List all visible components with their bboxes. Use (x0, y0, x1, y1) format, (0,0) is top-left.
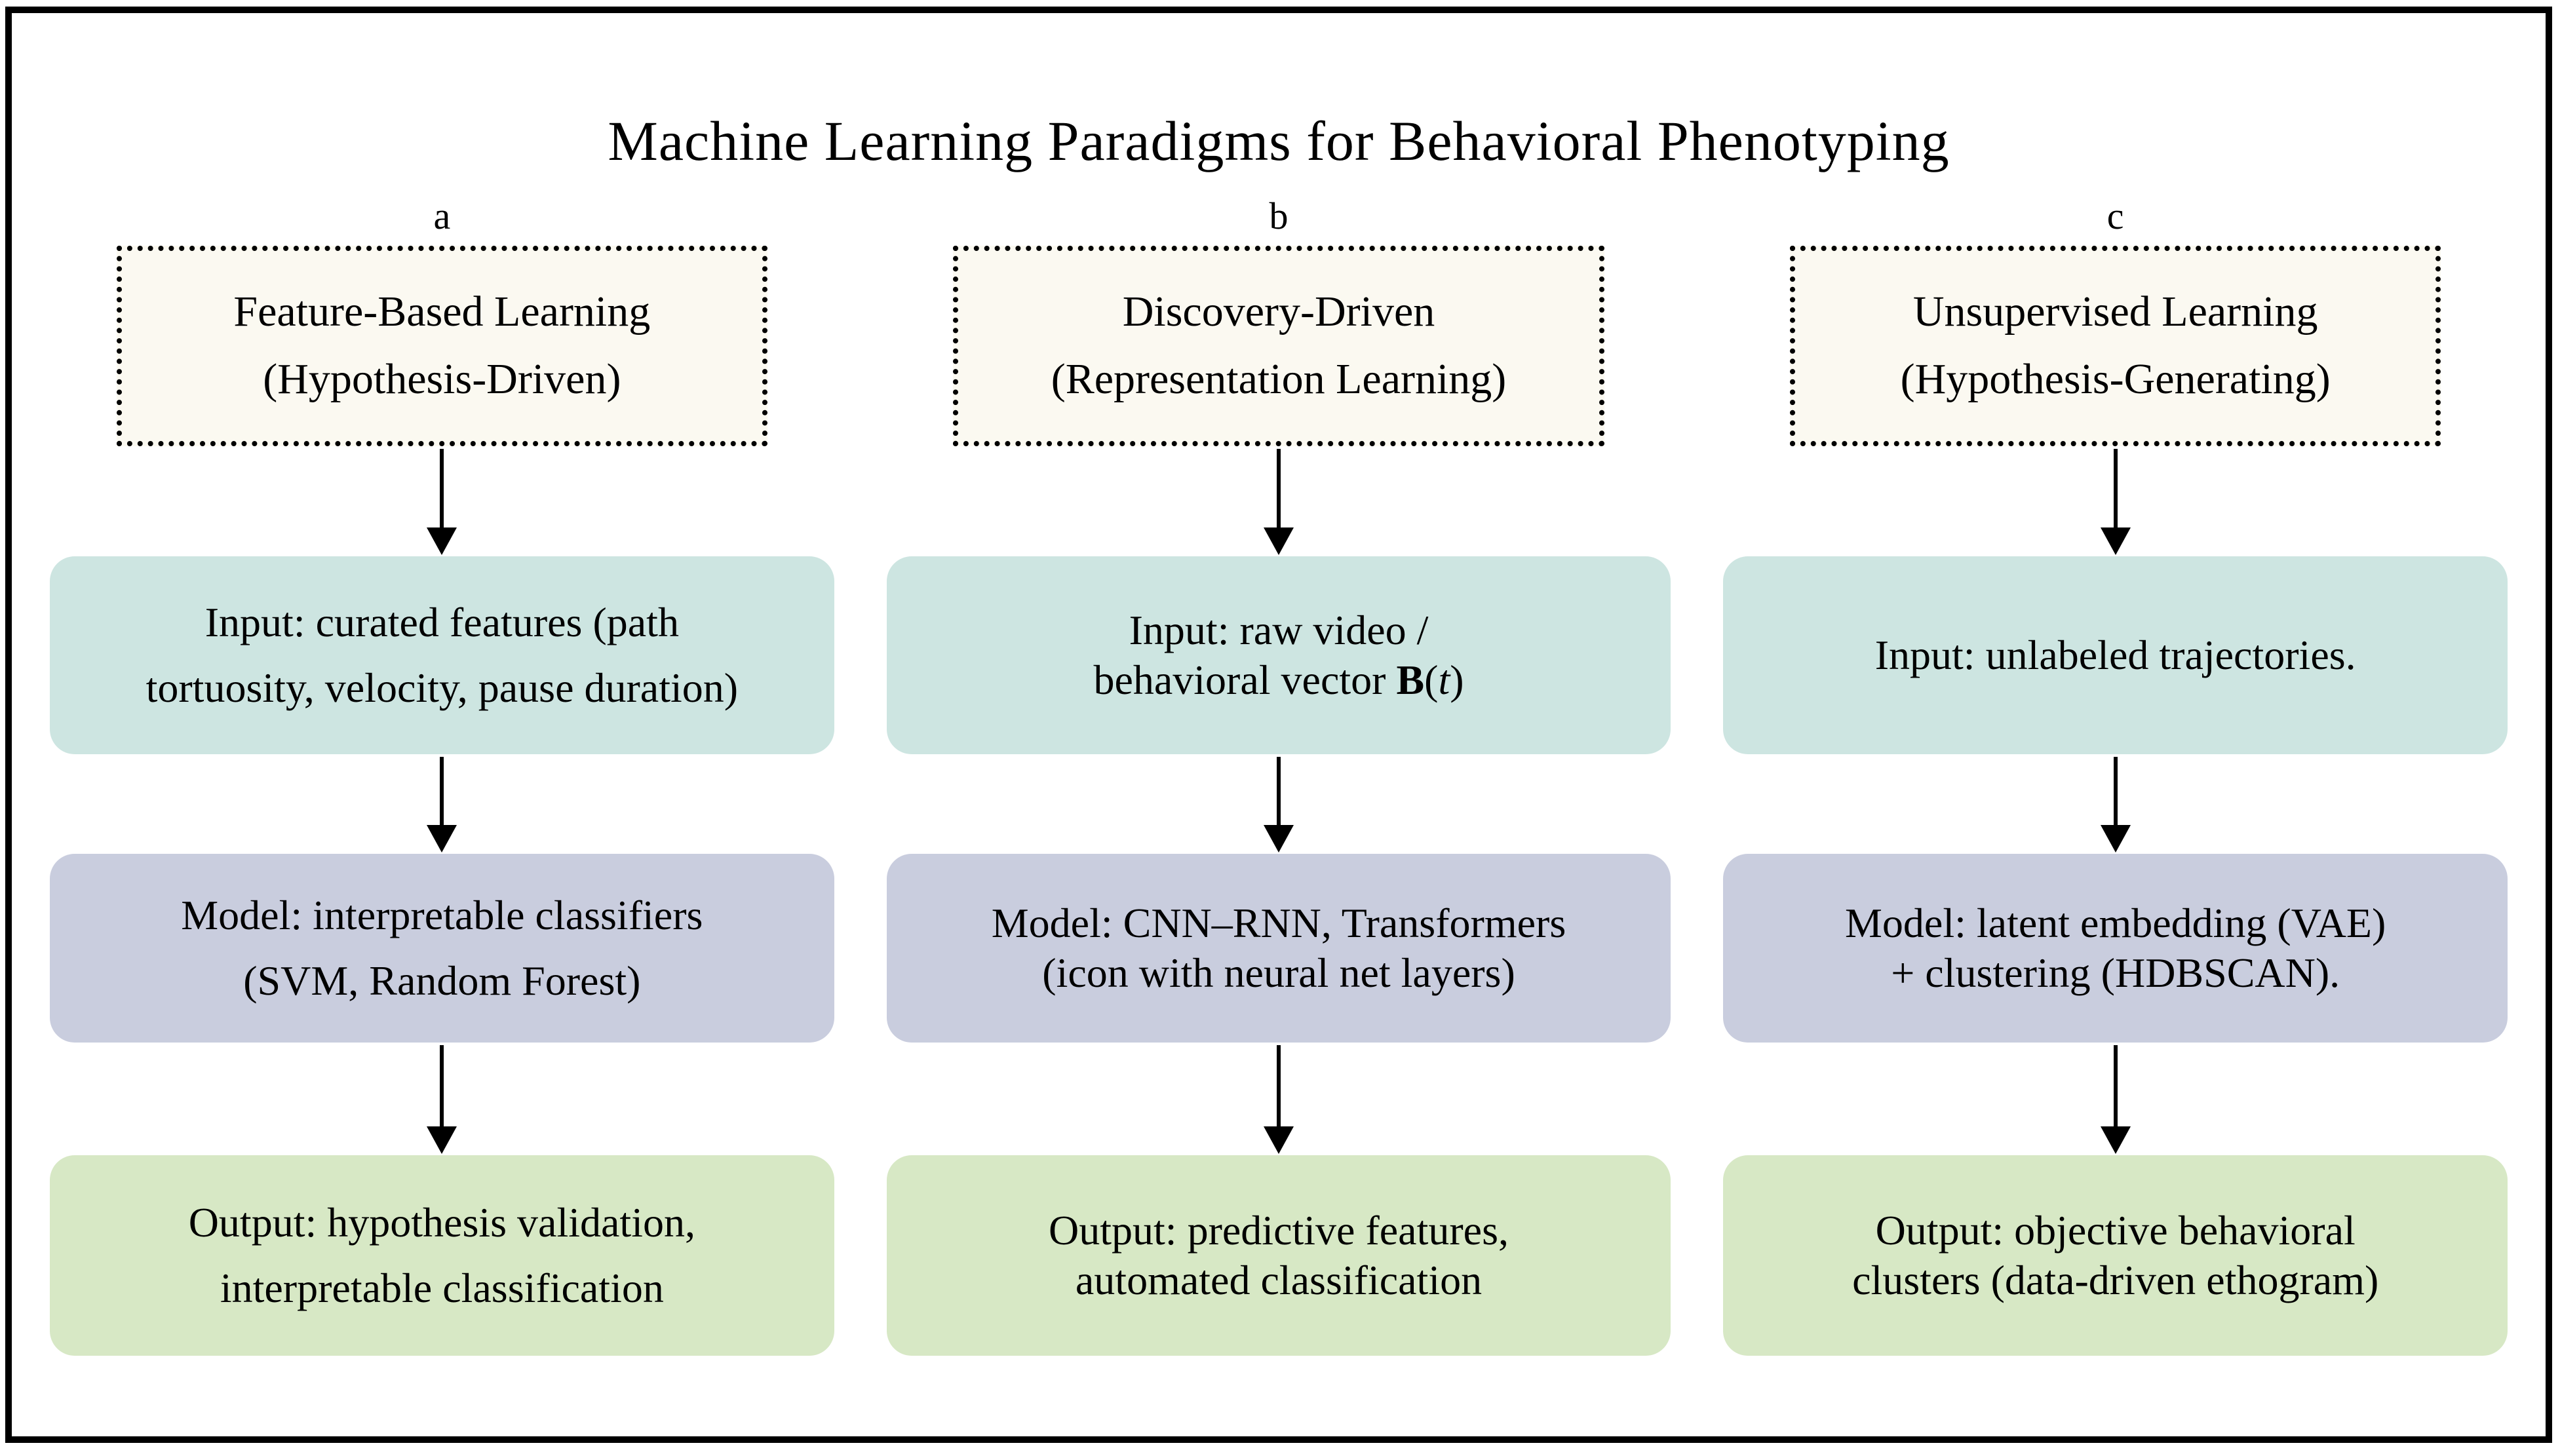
input-box-c: Input: unlabeled trajectories. (1723, 556, 2508, 754)
input-box-a: Input: curated features (path tortuosity… (50, 556, 834, 754)
model-box-a: Model: interpretable classifiers (SVM, R… (50, 853, 834, 1043)
column-a: a Feature-Based Learning (Hypothesis-Dri… (50, 189, 834, 1356)
column-b: b Discovery-Driven (Representation Learn… (886, 189, 1671, 1356)
figure-frame: Machine Learning Paradigms for Behaviora… (5, 7, 2552, 1443)
paradigm-header-box-b: Discovery-Driven (Representation Learnin… (953, 245, 1604, 446)
panel-label-a: a (433, 194, 451, 237)
header-line: (Representation Learning) (1051, 354, 1507, 403)
down-arrow (1723, 446, 2508, 556)
down-arrow (887, 1043, 1671, 1155)
panel-label-c: c (2106, 194, 2124, 237)
header-line: Discovery-Driven (1122, 288, 1435, 336)
box-text-line: (icon with neural net layers) (1042, 949, 1515, 996)
box-text-line: Output: objective behavioral (1875, 1207, 2356, 1254)
bold-vector-symbol: B (1396, 656, 1425, 703)
down-arrow (50, 1043, 834, 1155)
output-box-b: Output: predictive features, automated c… (886, 1155, 1671, 1356)
column-c: c Unsupervised Learning (Hypothesis-Gene… (1723, 189, 2508, 1356)
model-box-c: Model: latent embedding (VAE) + clusteri… (1723, 853, 2508, 1043)
output-box-a: Output: hypothesis validation, interpret… (50, 1155, 834, 1356)
box-text-line: clusters (data-driven ethogram) (1852, 1256, 2379, 1303)
text-segment: behavioral vector (1093, 656, 1397, 703)
italic-time-symbol: t (1438, 656, 1450, 703)
box-text-line: interpretable classification (220, 1264, 664, 1311)
box-text-line: Model: interpretable classifiers (181, 892, 703, 939)
down-arrow (50, 754, 834, 854)
panel-label-b: b (1269, 194, 1289, 237)
paradigm-header-box-c: Unsupervised Learning (Hypothesis-Genera… (1790, 245, 2441, 446)
header-line: Feature-Based Learning (233, 288, 651, 336)
down-arrow (1723, 1043, 2508, 1155)
box-text-line: tortuosity, velocity, pause duration) (145, 664, 739, 711)
box-text-line: Model: latent embedding (VAE) (1845, 900, 2386, 947)
box-text-line: Input: curated features (path (204, 599, 679, 646)
header-line: Unsupervised Learning (1912, 288, 2318, 336)
box-text-line: Input: unlabeled trajectories. (1874, 631, 2356, 678)
paradigm-columns: a Feature-Based Learning (Hypothesis-Dri… (12, 172, 2546, 1356)
box-text-line: behavioral vector B(t) (902, 655, 1656, 705)
figure-title: Machine Learning Paradigms for Behaviora… (608, 109, 1950, 172)
text-segment: ( (1424, 656, 1439, 703)
model-box-b: Model: CNN–RNN, Transformers (icon with … (886, 853, 1671, 1043)
box-text-line: Input: raw video / (1129, 607, 1429, 654)
box-text-line: automated classification (1075, 1256, 1483, 1303)
box-text-line: Output: predictive features, (1049, 1207, 1509, 1254)
down-arrow (50, 446, 834, 556)
box-text-line: + clustering (HDBSCAN). (1891, 949, 2340, 996)
down-arrow (887, 754, 1671, 854)
input-box-b: Input: raw video / behavioral vector B(t… (886, 556, 1671, 754)
text-segment: ) (1450, 656, 1464, 703)
down-arrow (887, 446, 1671, 556)
header-line: (Hypothesis-Generating) (1900, 354, 2331, 403)
box-text-line: Output: hypothesis validation, (188, 1199, 695, 1246)
paradigm-header-box-a: Feature-Based Learning (Hypothesis-Drive… (116, 245, 767, 446)
box-text-line: (SVM, Random Forest) (243, 957, 641, 1004)
down-arrow (1723, 754, 2508, 854)
output-box-c: Output: objective behavioral clusters (d… (1723, 1155, 2508, 1356)
box-text-line: Model: CNN–RNN, Transformers (991, 900, 1566, 947)
header-line: (Hypothesis-Driven) (263, 354, 621, 403)
